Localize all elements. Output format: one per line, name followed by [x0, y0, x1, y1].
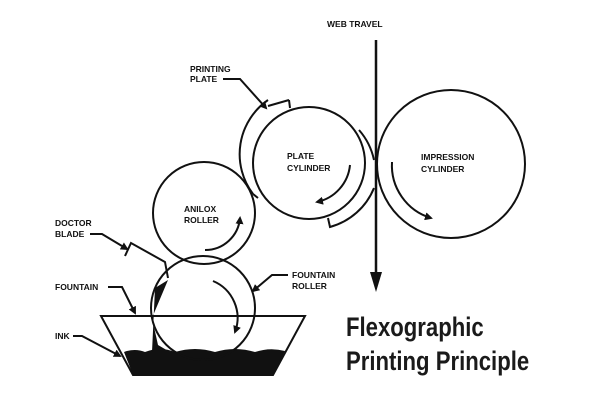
- doctor-blade-label-2: BLADE: [55, 229, 85, 239]
- plate-rotation-arrow: [315, 164, 351, 205]
- impression-rotation-arrow: [390, 161, 433, 221]
- fountain-roller: [150, 255, 256, 361]
- anilox-roller-label-1: ANILOX: [184, 204, 216, 214]
- plate-cylinder-label-2: CYLINDER: [287, 163, 330, 173]
- ink: [124, 349, 285, 375]
- ink-film: [152, 280, 170, 352]
- fountain-label: FOUNTAIN: [55, 282, 98, 292]
- printing-plate-label-1: PRINTING: [190, 64, 231, 74]
- web-arrow-icon: [370, 272, 382, 292]
- anilox-roller: [152, 161, 256, 265]
- fountain-roller-label-1: FOUNTAIN: [292, 270, 335, 280]
- title-line-1: Flexographic: [346, 313, 484, 343]
- anilox-roller-label-2: ROLLER: [184, 215, 219, 225]
- impression-cylinder-label-1: IMPRESSION: [421, 152, 474, 162]
- printing-plate-bottom: [327, 187, 375, 229]
- plate-cylinder: [252, 106, 366, 220]
- impression-cylinder: [376, 89, 526, 239]
- ink-label: INK: [55, 331, 71, 341]
- doctor-blade: [124, 241, 169, 279]
- web-travel-label: WEB TRAVEL: [327, 19, 383, 29]
- title-line-2: Printing Principle: [346, 347, 529, 377]
- doctor-blade-label-1: DOCTOR: [55, 218, 92, 228]
- impression-cylinder-label-2: CYLINDER: [421, 164, 464, 174]
- fountain-rotation-arrow: [212, 280, 241, 334]
- anilox-rotation-arrow: [204, 216, 244, 252]
- plate-cylinder-label-1: PLATE: [287, 151, 315, 161]
- fountain-roller-label-2: ROLLER: [292, 281, 327, 291]
- printing-plate-label-2: PLATE: [190, 74, 218, 84]
- printing-plate-right: [358, 129, 375, 161]
